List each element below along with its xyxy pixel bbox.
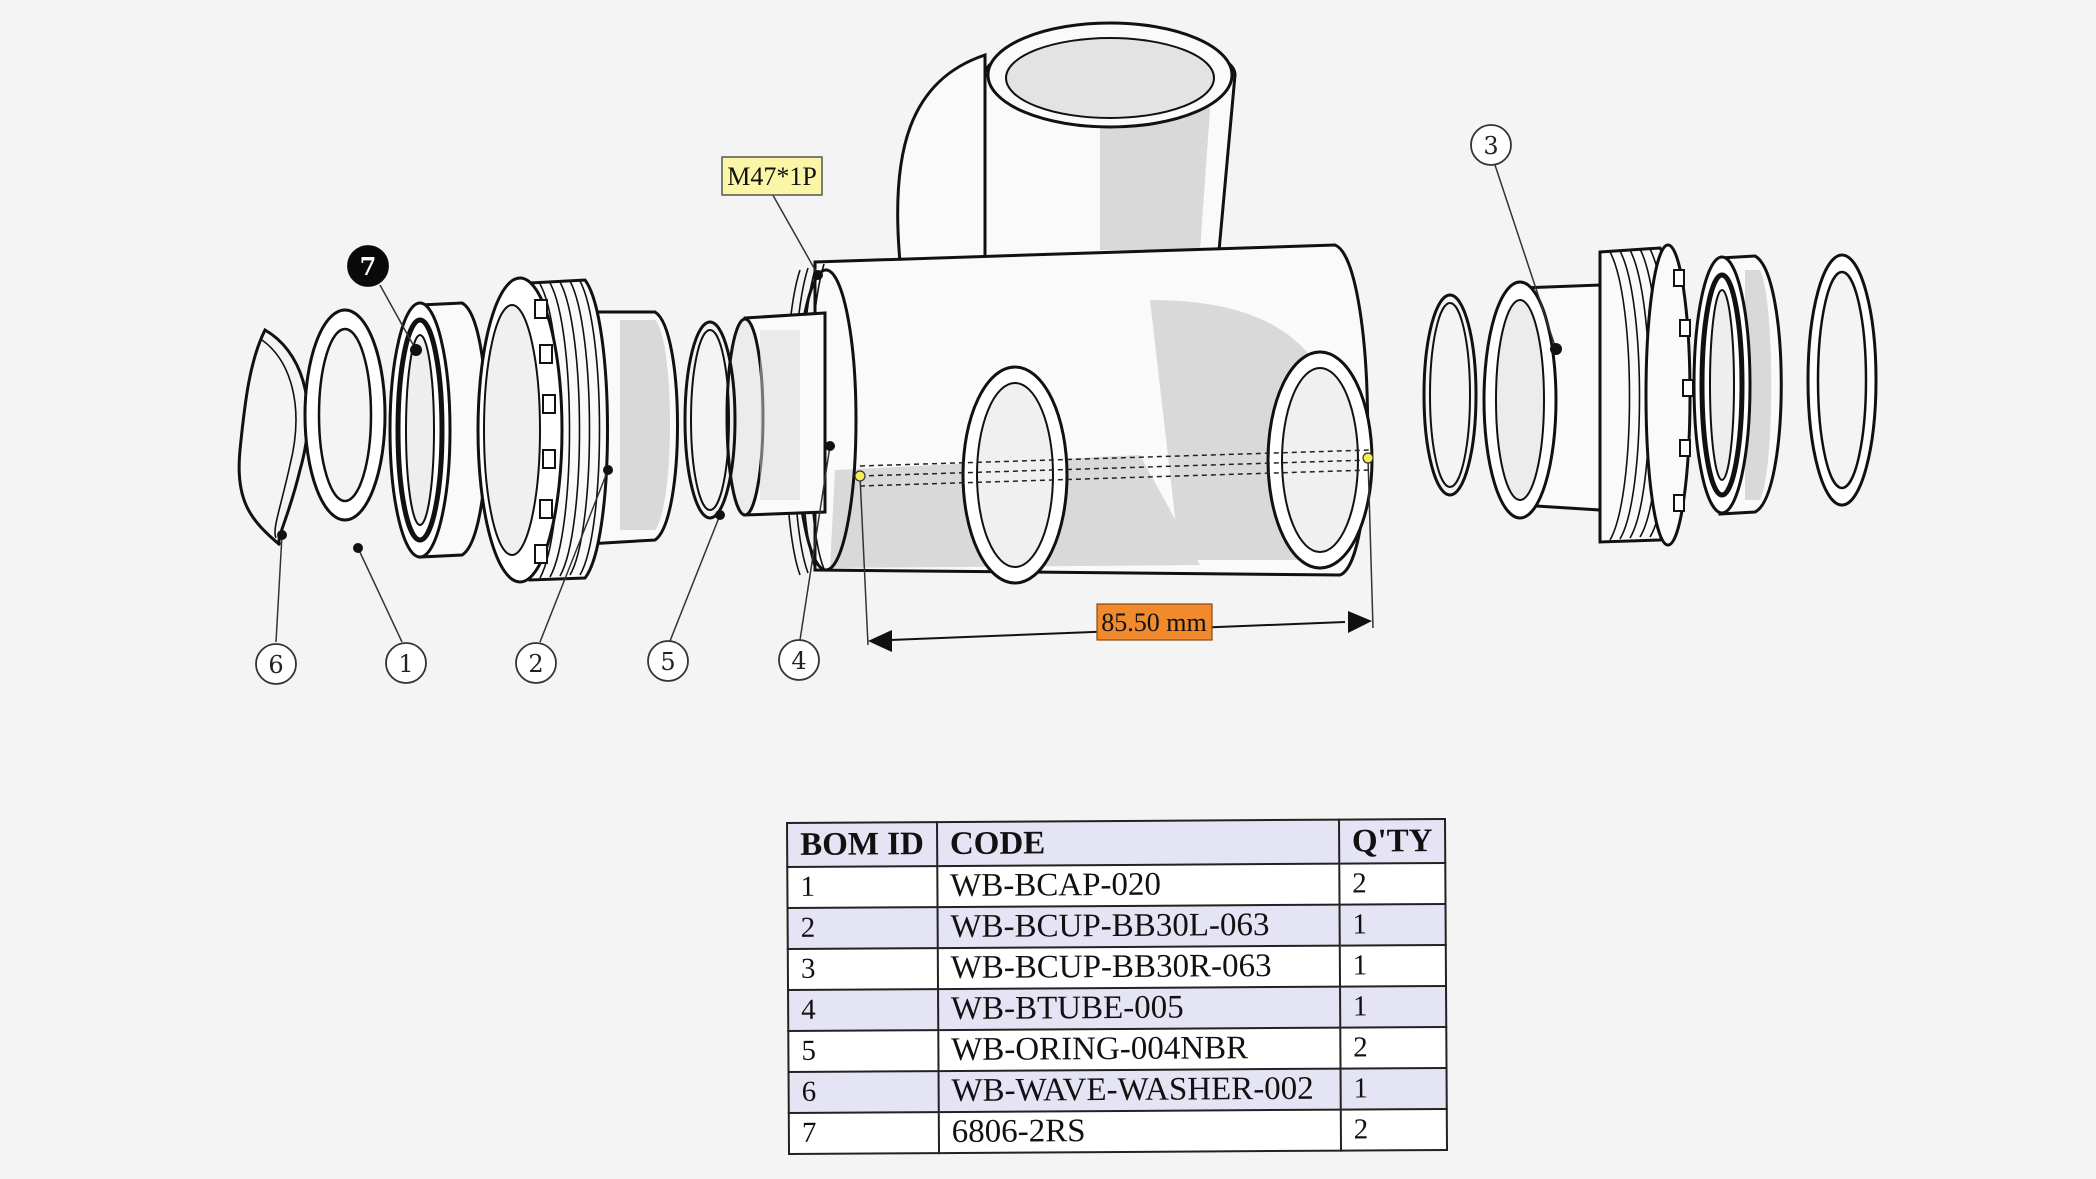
part-7-bearing-right bbox=[1692, 254, 1783, 516]
table-row: 4 WB-BTUBE-005 1 bbox=[788, 985, 1447, 1031]
table-row: 5 WB-ORING-004NBR 2 bbox=[788, 1026, 1447, 1072]
part-2-left-cup bbox=[476, 276, 679, 584]
svg-text:5: 5 bbox=[660, 648, 675, 676]
callout-6: 6 bbox=[255, 530, 297, 685]
bom-qty: 2 bbox=[1340, 1108, 1448, 1151]
part-6-wave-washer bbox=[237, 327, 310, 547]
svg-text:1: 1 bbox=[398, 650, 413, 678]
bom-qty: 1 bbox=[1339, 903, 1447, 946]
bom-header-row: BOM ID CODE Q'TY bbox=[787, 818, 1446, 867]
bom-id: 4 bbox=[788, 989, 939, 1031]
bom-header-code: CODE bbox=[936, 819, 1340, 867]
callout-7: 7 bbox=[347, 245, 422, 356]
callout-4: 4 bbox=[778, 441, 835, 681]
table-row: 6 WB-WAVE-WASHER-002 1 bbox=[788, 1067, 1448, 1113]
bom-id: 2 bbox=[787, 907, 938, 949]
part-3-right-cup bbox=[1482, 243, 1694, 547]
bom-qty: 1 bbox=[1339, 944, 1447, 987]
svg-text:2: 2 bbox=[528, 650, 543, 678]
svg-text:85.50 mm: 85.50 mm bbox=[1101, 608, 1206, 637]
bom-code: WB-BCUP-BB30L-063 bbox=[937, 904, 1340, 949]
bom-qty: 2 bbox=[1340, 1026, 1447, 1069]
svg-text:3: 3 bbox=[1483, 132, 1498, 160]
table-row: 2 WB-BCUP-BB30L-063 1 bbox=[787, 903, 1447, 949]
bom-code: WB-ORING-004NBR bbox=[938, 1027, 1341, 1072]
bom-code: 6806-2RS bbox=[938, 1109, 1341, 1154]
callout-3: 3 bbox=[1470, 124, 1562, 355]
bom-code: WB-BCAP-020 bbox=[937, 863, 1340, 908]
bom-code: WB-WAVE-WASHER-002 bbox=[938, 1068, 1341, 1113]
bom-code: WB-BCUP-BB30R-063 bbox=[937, 945, 1340, 990]
bom-qty: 2 bbox=[1339, 862, 1446, 905]
bom-id: 5 bbox=[788, 1030, 939, 1072]
table-row: 1 WB-BCAP-020 2 bbox=[787, 862, 1446, 908]
svg-text:7: 7 bbox=[360, 252, 377, 281]
part-7-bearing bbox=[388, 301, 489, 559]
bom-code: WB-BTUBE-005 bbox=[937, 986, 1341, 1031]
part-1-bearing-cap-right bbox=[1806, 253, 1878, 507]
thread-spec-annotation: M47*1P bbox=[721, 156, 823, 280]
svg-text:M47*1P: M47*1P bbox=[727, 162, 817, 191]
dimension-annotation: 85.50 mm bbox=[854, 452, 1374, 652]
part-1-bearing-cap bbox=[303, 308, 387, 522]
callout-5: 5 bbox=[647, 510, 725, 682]
bom-table: BOM ID CODE Q'TY 1 WB-BCAP-020 2 2 WB-BC… bbox=[786, 818, 1448, 1155]
callout-2: 2 bbox=[515, 465, 613, 684]
bom-header-id: BOM ID bbox=[787, 822, 938, 867]
svg-text:4: 4 bbox=[791, 647, 806, 675]
table-row: 3 WB-BCUP-BB30R-063 1 bbox=[787, 944, 1447, 990]
part-5-oring-left bbox=[683, 320, 737, 520]
bom-header-qty: Q'TY bbox=[1338, 818, 1446, 864]
svg-text:6: 6 bbox=[268, 651, 283, 679]
bom-qty: 1 bbox=[1340, 1067, 1448, 1110]
bom-id: 1 bbox=[787, 866, 938, 908]
bb-shell-frame bbox=[725, 21, 1374, 585]
bom-id: 3 bbox=[787, 948, 938, 990]
table-row: 7 6806-2RS 2 bbox=[788, 1108, 1448, 1154]
bom-id: 7 bbox=[788, 1112, 939, 1154]
bom-qty: 1 bbox=[1339, 985, 1447, 1028]
callout-1: 1 bbox=[353, 543, 427, 684]
part-5-oring-right bbox=[1422, 293, 1478, 497]
bom-id: 6 bbox=[788, 1071, 939, 1113]
